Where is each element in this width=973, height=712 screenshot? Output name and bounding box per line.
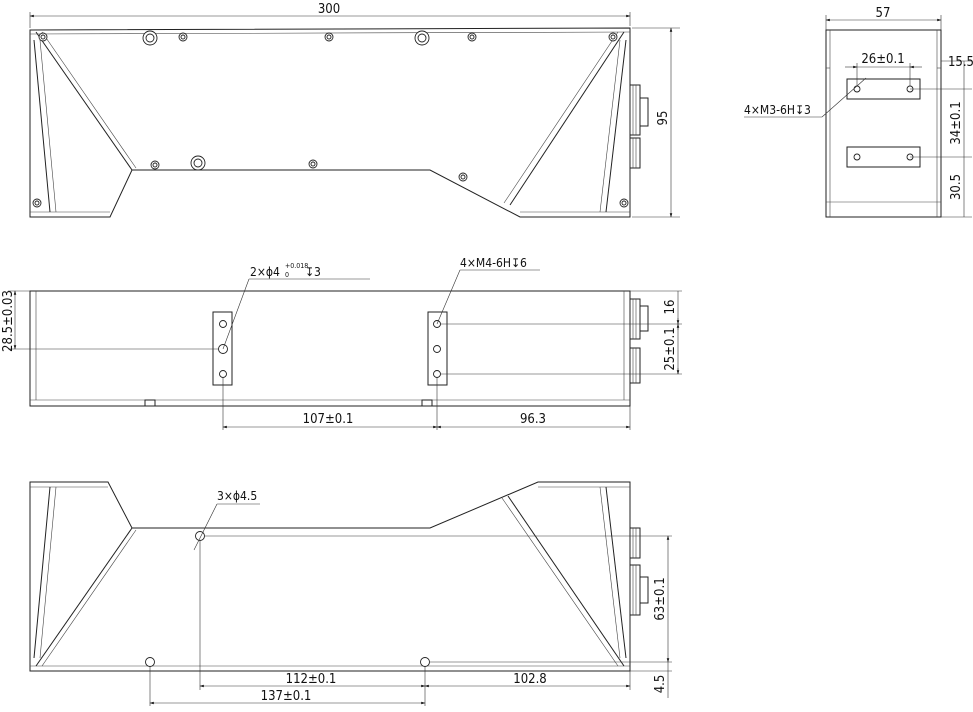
dim-front-right-pitch: 25±0.1 [663,327,678,370]
side-view: 57 26±0.1 15.5 34±0.1 30.5 4×M3-6H↧3 [744,6,973,218]
dim-top-height: 95 [656,111,671,126]
bottom-view: 3×ϕ4.5 63±0.1 4.5 112±0.1 102.8 137±0.1 [29,481,672,706]
note-front-thread: 4×M4-6H↧6 [460,256,527,270]
dim-overall-length: 300 [318,2,340,17]
dim-bottom-offset: 4.5 [653,675,668,694]
dim-bottom-spacing-a: 112±0.1 [286,672,337,687]
dim-side-width: 57 [876,6,891,21]
note-front-pin-tol-upper: +0.018 [285,262,308,270]
dim-bottom-right-offset: 102.8 [513,672,546,687]
dim-bottom-height: 63±0.1 [653,577,668,620]
dim-bottom-spacing-b: 137±0.1 [261,689,312,704]
dim-front-hole-spacing: 107±0.1 [303,412,354,427]
top-view: 300 95 [29,2,680,218]
dim-front-left-height: 28.5±0.03 [1,290,16,352]
dim-front-right-top: 16 [663,300,678,315]
dim-front-right-offset: 96.3 [520,412,546,427]
dim-side-offset-bottom: 30.5 [949,174,964,200]
dim-side-hole-pitch: 34±0.1 [949,101,964,144]
note-front-pin-depth: ↧3 [305,265,321,279]
dim-side-offset-top: 15.5 [948,55,973,70]
note-bottom-hole: 3×ϕ4.5 [217,489,257,503]
front-view: 28.5±0.03 2×ϕ4 +0.018 0 ↧3 4×M4-6H↧6 107… [1,256,682,430]
note-front-pin-tol-lower: 0 [285,271,289,279]
note-side-thread: 4×M3-6H↧3 [744,103,811,117]
dim-side-hole-spacing: 26±0.1 [861,52,904,67]
note-front-pin: 2×ϕ4 [250,265,280,279]
